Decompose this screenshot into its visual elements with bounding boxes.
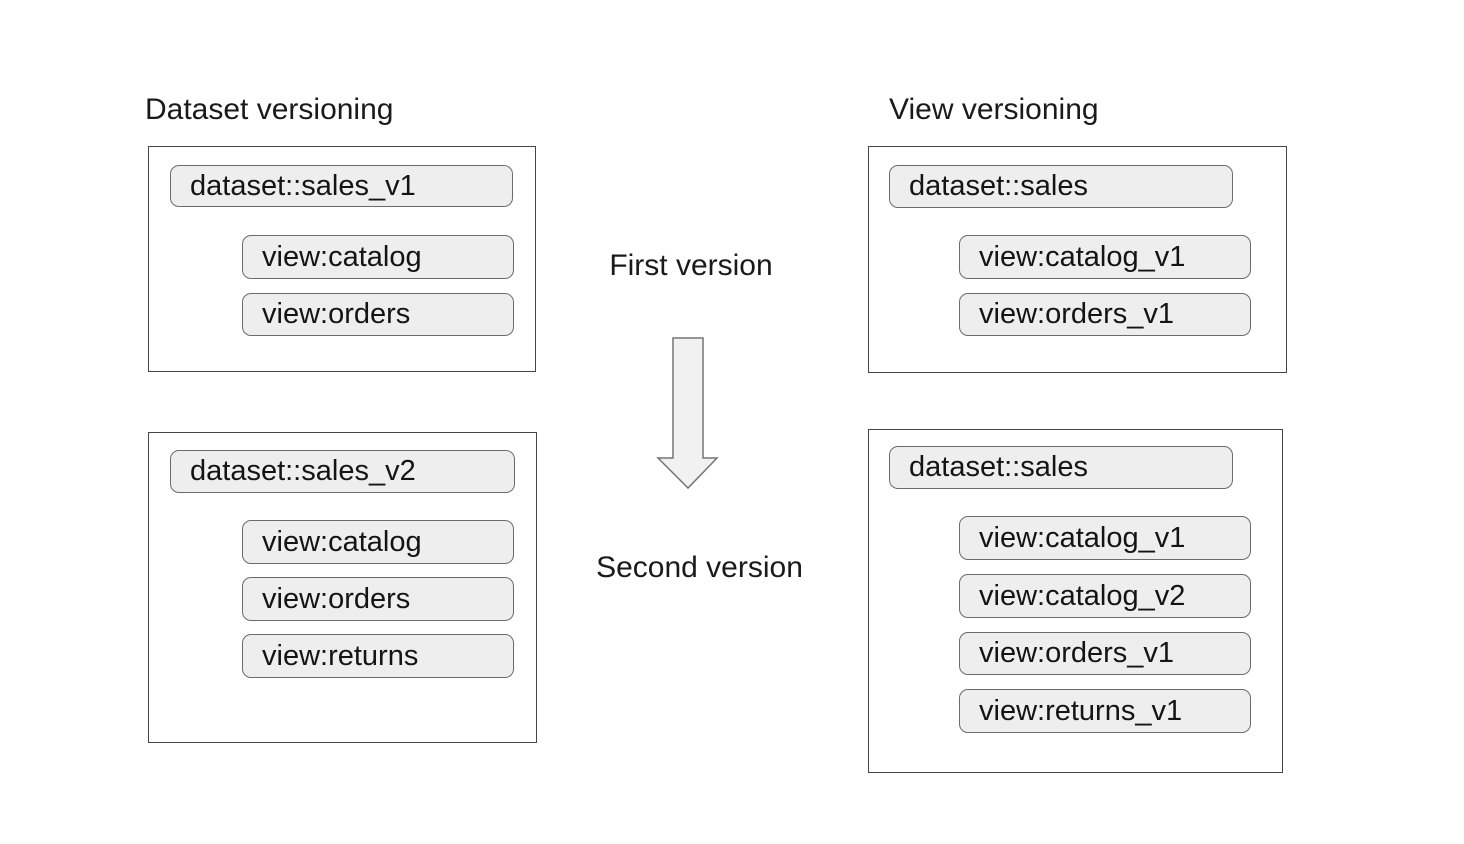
pill-view-orders: view:orders (242, 293, 514, 336)
pill-view-catalog-v2: view:catalog_v2 (959, 574, 1251, 618)
pill-view-catalog-v1: view:catalog_v1 (959, 516, 1251, 560)
first-version-label: First version (609, 249, 773, 282)
pill-dataset-sales: dataset::sales (889, 165, 1233, 208)
down-arrow-icon (655, 336, 721, 492)
view-versioning-v1-box: dataset::sales view:catalog_v1 view:orde… (868, 146, 1287, 373)
right-column-title: View versioning (889, 93, 1099, 126)
pill-view-orders: view:orders (242, 577, 514, 621)
pill-view-orders-v1: view:orders_v1 (959, 293, 1251, 336)
dataset-versioning-v2-box: dataset::sales_v2 view:catalog view:orde… (148, 432, 537, 743)
pill-view-catalog-v1: view:catalog_v1 (959, 235, 1251, 279)
second-version-label: Second version (596, 551, 803, 584)
pill-view-orders-v1: view:orders_v1 (959, 632, 1251, 675)
left-column-title: Dataset versioning (145, 93, 394, 126)
pill-dataset-sales-v2: dataset::sales_v2 (170, 450, 515, 493)
pill-view-returns: view:returns (242, 634, 514, 678)
dataset-versioning-v1-box: dataset::sales_v1 view:catalog view:orde… (148, 146, 536, 372)
pill-dataset-sales-v1: dataset::sales_v1 (170, 165, 513, 207)
pill-dataset-sales: dataset::sales (889, 446, 1233, 489)
pill-view-catalog: view:catalog (242, 235, 514, 279)
pill-view-returns-v1: view:returns_v1 (959, 689, 1251, 733)
pill-view-catalog: view:catalog (242, 520, 514, 564)
view-versioning-v2-box: dataset::sales view:catalog_v1 view:cata… (868, 429, 1283, 773)
